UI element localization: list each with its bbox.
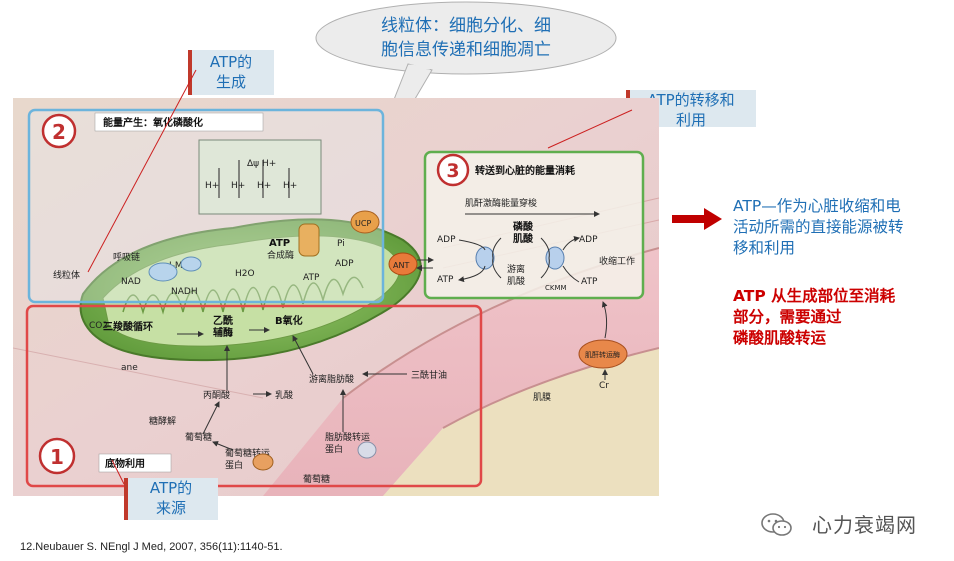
box-2-title: 能量产生：氧化磷酸化 xyxy=(103,116,203,129)
label-glucose-outer: 葡萄糖 xyxy=(303,473,330,485)
box-3-title: 转送到心脏的能量消耗 xyxy=(475,164,575,177)
callout-transfer-line-1: ATP的转移和 xyxy=(647,91,735,109)
citation: 12.Neubauer S. NEngl J Med, 2007, 356(11… xyxy=(20,541,283,553)
label-acetyl-coa-2: 辅酶 xyxy=(213,326,233,339)
box-2-number: 2 xyxy=(41,113,77,149)
label-nadh: NADH xyxy=(171,287,198,297)
label-adp: ADP xyxy=(335,259,354,269)
box-1-frame xyxy=(25,304,483,488)
label-triglyceride: 三酰甘油 xyxy=(411,369,447,381)
wechat-icon xyxy=(761,513,792,536)
right-arrow-icon xyxy=(672,208,722,230)
label-lactate: 乳酸 xyxy=(275,389,293,401)
watermark: 心力衰竭网 xyxy=(760,507,940,541)
label-ffa: 游离脂肪酸 xyxy=(309,373,354,385)
label-h-plus-1: H+ xyxy=(205,181,219,191)
label-fat-1: 脂肪酸转运 xyxy=(325,431,370,443)
proton-gradient-inset xyxy=(198,139,322,215)
label-cr-2: 肌酸 xyxy=(507,276,525,287)
callout-generation-line-1: ATP的 xyxy=(209,53,253,71)
box-1-title: 底物利用 xyxy=(105,457,145,470)
bubble-text: 线粒体：细胞分化、细 胞信息传递和细胞凋亡 xyxy=(325,14,607,62)
label-tca: 三羧酸循环 xyxy=(103,320,153,333)
box-3-number: 3 xyxy=(436,153,470,187)
ucp-protein: UCP xyxy=(350,210,380,234)
cardiomyocyte-energy-figure: 2 3 1 能量产生：氧化磷酸化 转送到心脏的能量消耗 底物利用 线粒体 呼吸链… xyxy=(13,98,659,496)
label-h-plus-3: H+ xyxy=(257,181,271,191)
label-atp: ATP xyxy=(303,273,320,283)
label-atp-left: ATP xyxy=(437,275,454,285)
label-glycolysis: 糖酵解 xyxy=(149,415,176,427)
label-pi: Pi xyxy=(337,239,345,249)
box-1-number: 1 xyxy=(38,437,76,475)
right-blue-text: ATP—作为心脏收缩和电 活动所需的直接能源被转 移和利用 xyxy=(733,196,948,259)
box-3-number-text: 3 xyxy=(446,160,459,182)
label-ant: ANT xyxy=(393,261,409,270)
label-adp-right: ADP xyxy=(579,235,598,245)
ck-transport-enzyme: 肌酐转运酶 xyxy=(578,339,628,369)
label-glucose: 葡萄糖 xyxy=(185,431,212,443)
label-cr: Cr xyxy=(599,381,609,391)
bubble-line-2: 胞信息传递和细胞凋亡 xyxy=(381,40,551,60)
label-fat-2: 蛋白 xyxy=(325,443,343,455)
callout-source-line-1: ATP的 xyxy=(149,479,193,497)
label-mitochondrion: 线粒体 xyxy=(53,269,80,281)
label-ck-shuttle: 肌酐激酶能量穿梭 xyxy=(465,197,537,209)
label-h-plus-2: H+ xyxy=(231,181,245,191)
bubble-shape xyxy=(315,1,617,108)
label-nad: NAD xyxy=(121,277,141,287)
label-glut-2: 蛋白 xyxy=(225,459,243,471)
label-acetyl-coa-1: 乙酰 xyxy=(213,314,233,327)
right-red-line-1: ATP 从生成部位至消耗 xyxy=(733,287,896,305)
label-pcr-2: 肌酸 xyxy=(513,232,534,245)
label-ucp: UCP xyxy=(355,219,371,228)
label-respiratory-chain: 呼吸链 xyxy=(113,251,140,263)
callout-generation-line-2: 生成 xyxy=(215,73,246,91)
box-1-number-text: 1 xyxy=(50,445,64,469)
label-co2: CO2 xyxy=(89,321,108,331)
label-ane: ane xyxy=(121,363,138,373)
right-red-line-2: 部分，需要通过 xyxy=(733,308,842,326)
label-ck-transport: 肌酐转运酶 xyxy=(585,350,620,359)
box-2-number-text: 2 xyxy=(52,120,66,144)
right-blue-line-3: 移和利用 xyxy=(733,239,796,257)
label-h2o: H2O xyxy=(235,269,255,279)
label-atp-synthase-2: 合成酶 xyxy=(267,249,294,261)
label-sarcolemma: 肌膜 xyxy=(533,392,551,403)
bubble-line-1: 线粒体：细胞分化、细 xyxy=(381,16,551,36)
label-pyruvate: 丙酮酸 xyxy=(203,390,230,401)
callout-transfer-line-2: 利用 xyxy=(675,111,706,129)
callout-source-line-2: 来源 xyxy=(155,499,186,517)
label-ckmm: CKMM xyxy=(545,284,567,292)
callout-atp-source: ATP的 来源 xyxy=(124,478,218,520)
label-adp-left: ADP xyxy=(437,235,456,245)
right-blue-line-1: ATP—作为心脏收缩和电 xyxy=(733,197,901,215)
watermark-text: 心力衰竭网 xyxy=(812,513,917,537)
ant-transporter: ANT xyxy=(388,252,418,276)
label-cr-1: 游离 xyxy=(507,263,525,275)
callout-atp-generation: ATP的 生成 xyxy=(188,50,274,95)
label-beta-oxidation: B氧化 xyxy=(275,314,303,327)
right-red-text: ATP 从生成部位至消耗 部分，需要通过 磷酸肌酸转运 xyxy=(733,286,948,349)
label-contraction: 收缩工作 xyxy=(599,255,635,267)
label-h-plus-4: H+ xyxy=(283,181,297,191)
label-delta-psi: Δψ H+ xyxy=(247,159,276,169)
right-red-line-3: 磷酸肌酸转运 xyxy=(733,329,827,347)
figure-illustration: 2 3 1 能量产生：氧化磷酸化 转送到心脏的能量消耗 底物利用 线粒体 呼吸链… xyxy=(13,98,659,496)
label-atp-synthase-1: ATP xyxy=(269,238,290,249)
right-blue-line-2: 活动所需的直接能源被转 xyxy=(733,218,904,236)
label-pcr-1: 磷酸 xyxy=(513,220,534,233)
label-atp-right: ATP xyxy=(581,277,598,287)
